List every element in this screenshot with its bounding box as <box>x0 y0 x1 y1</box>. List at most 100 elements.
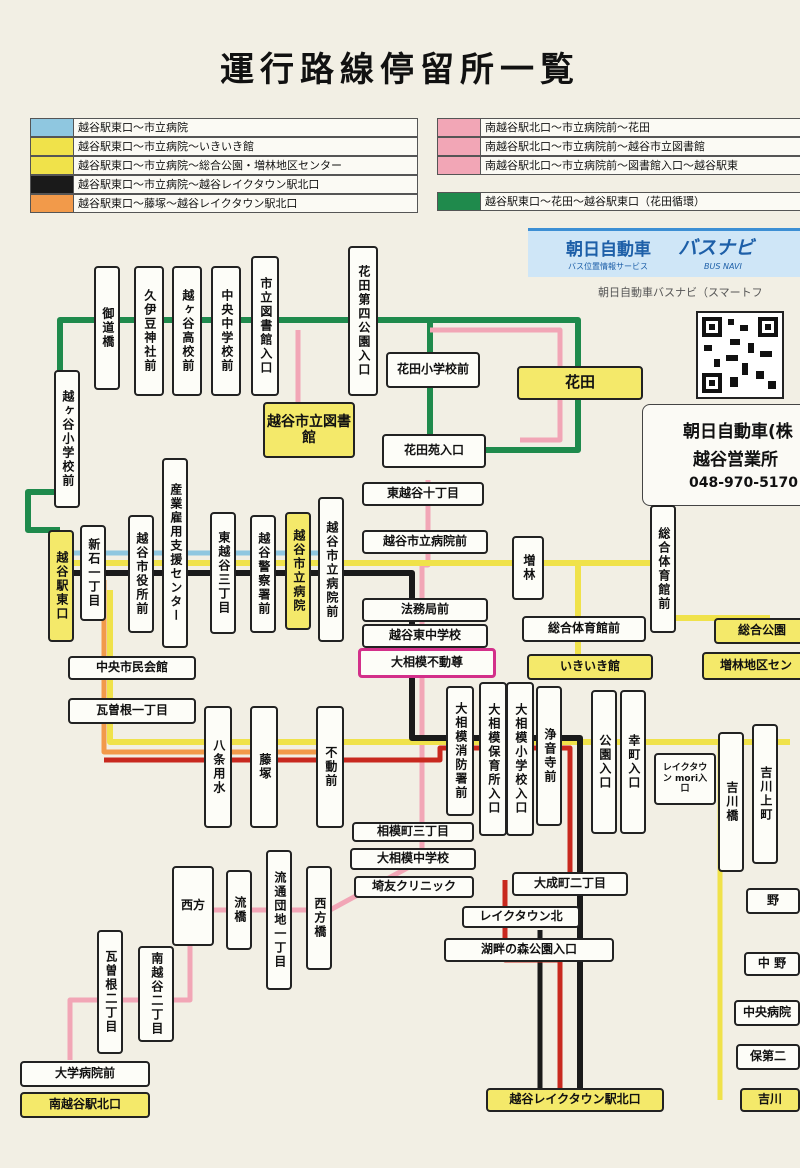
stop-saiwaicho[interactable]: 幸町入口 <box>620 690 646 834</box>
legend-label: 越谷駅東口～市立病院～越谷レイクタウン駅北口 <box>78 178 320 191</box>
legend-label: 越谷駅東口～花田～越谷駅東口（花田循環） <box>485 195 705 208</box>
banner-caption: 朝日自動車バスナビ（スマートフ <box>598 286 763 299</box>
legend-row: 越谷駅東口～花田～越谷駅東口（花田循環） <box>437 192 800 211</box>
legend-swatch <box>31 195 74 212</box>
stop-toshokan-iriguchi[interactable]: 市立図書館入口 <box>251 256 279 396</box>
stop-fujitsuka[interactable]: 藤塚 <box>250 706 278 828</box>
stop-hanada[interactable]: 花田 <box>517 366 643 400</box>
stop-yoshikawa-ue[interactable]: 吉川上町 <box>752 724 778 864</box>
banner-subtitle: バス位置情報サービス <box>568 262 648 271</box>
legend-swatch <box>31 119 74 136</box>
legend-swatch <box>31 157 74 174</box>
stop-chuo-byoin[interactable]: 中央病院 <box>734 1000 800 1026</box>
stop-shinishi[interactable]: 新石一丁目 <box>80 525 106 621</box>
stop-shiritsu-byoinmae[interactable]: 越谷市立病院前 <box>318 497 344 642</box>
stop-fudomae[interactable]: 不動前 <box>316 706 344 828</box>
office-name: 越谷営業所 <box>693 450 778 470</box>
legend-swatch <box>438 138 481 155</box>
legend-row: 南越谷駅北口～市立病院前～図書館入口～越谷駅東 <box>437 156 800 175</box>
stop-laketown-kita[interactable]: レイクタウン北 <box>462 906 580 928</box>
stop-hanada-sho[interactable]: 花田小学校前 <box>386 352 480 388</box>
stop-hoda[interactable]: 保第二 <box>736 1044 800 1070</box>
stop-hanadaen[interactable]: 花田苑入口 <box>382 434 486 468</box>
legend-label: 越谷駅東口～市立病院～いきいき館 <box>78 140 254 153</box>
stop-ikiikikan[interactable]: いきいき館 <box>527 654 653 680</box>
stop-hanada4[interactable]: 花田第四公園入口 <box>348 246 378 396</box>
bus-navi-banner[interactable]: 朝日自動車 バスナビ バス位置情報サービス BUS NAVI <box>528 228 800 277</box>
stop-higashi10[interactable]: 東越谷十丁目 <box>362 482 484 506</box>
stop-sagamicho3[interactable]: 相模町三丁目 <box>352 822 474 842</box>
stop-kawarasone1[interactable]: 瓦曽根一丁目 <box>68 698 196 724</box>
stop-shobo[interactable]: 大相模消防署前 <box>446 686 474 816</box>
stop-kuizu[interactable]: 久伊豆神社前 <box>134 266 164 396</box>
legend-swatch <box>438 157 481 174</box>
phone-number: 048-970-5170 <box>689 475 799 491</box>
stop-shiritsu-byoin[interactable]: 越谷市立病院 <box>285 512 311 630</box>
stop-koshigaya-shogakko[interactable]: 越ヶ谷小学校前 <box>54 370 80 508</box>
stop-homukyoku[interactable]: 法務局前 <box>362 598 488 622</box>
legend-swatch <box>31 176 74 193</box>
stop-chugakko[interactable]: 中央中学校前 <box>211 266 241 396</box>
stop-no[interactable]: 野 <box>746 888 800 914</box>
stop-nagare[interactable]: 流橋 <box>226 870 252 950</box>
stop-yoshikawabashi[interactable]: 吉川橋 <box>718 732 744 872</box>
stop-hanadaenmae[interactable]: 越谷市立病院前 <box>362 530 488 554</box>
route-line-pink <box>67 480 431 1060</box>
legend-row: 南越谷駅北口～市立病院前～越谷市立図書館 <box>437 137 800 156</box>
legend-swatch <box>438 193 481 210</box>
stop-sogo-koen[interactable]: 総合公園 <box>714 618 800 644</box>
legend-swatch <box>438 119 481 136</box>
banner-product-name: バスナビ <box>678 237 755 259</box>
stop-kohan[interactable]: 湖畔の森公園入口 <box>444 938 614 962</box>
stop-yoshikawa-r[interactable]: 吉川 <box>740 1088 800 1112</box>
stop-naka[interactable]: 中 野 <box>744 952 800 976</box>
qr-code[interactable] <box>696 311 784 399</box>
stop-toshokan[interactable]: 越谷市立図書館 <box>263 402 355 458</box>
stop-sogo-taiikukan[interactable]: 総合体育館前 <box>522 616 646 642</box>
legend-row: 越谷駅東口～市立病院～いきいき館 <box>30 137 418 156</box>
stop-daigaku[interactable]: 大学病院前 <box>20 1061 150 1087</box>
stop-gojin[interactable]: 御道橋 <box>94 266 120 390</box>
stop-nishikatabashi[interactable]: 西方橋 <box>306 866 332 970</box>
legend-label: 南越谷駅北口～市立病院前～図書館入口～越谷駅東 <box>485 159 738 172</box>
stop-minami2[interactable]: 南越谷二丁目 <box>138 946 174 1042</box>
legend-row: 越谷駅東口～市立病院～総合公園・増林地区センター <box>30 156 418 175</box>
stop-koshigaya-east[interactable]: 越谷駅東口 <box>48 530 74 642</box>
legend-row: 越谷駅東口～市立病院～越谷レイクタウン駅北口 <box>30 175 418 194</box>
stop-higashi-chu[interactable]: 越谷東中学校 <box>362 624 488 648</box>
stop-joonji[interactable]: 浄音寺前 <box>536 686 562 826</box>
stop-koukou[interactable]: 越ヶ谷高校前 <box>172 266 202 396</box>
stop-sagami-chu[interactable]: 大相模中学校 <box>350 848 476 870</box>
stop-minami-kita[interactable]: 南越谷駅北口 <box>20 1092 150 1118</box>
banner-company-name: 朝日自動車 <box>566 240 651 260</box>
stop-koen-iriguchi[interactable]: 公園入口 <box>591 690 617 834</box>
stop-nishikata[interactable]: 西方 <box>172 866 214 946</box>
stop-chuo-shiminkaikan[interactable]: 中央市民会館 <box>68 656 196 680</box>
stop-hachijo[interactable]: 八条用水 <box>204 706 232 828</box>
legend-label: 南越谷駅北口～市立病院前～越谷市立図書館 <box>485 140 705 153</box>
stop-sangyo[interactable]: 産業雇用支援センター <box>162 458 188 648</box>
stop-laketown-mon[interactable]: レイクタウン mori入口 <box>654 753 716 805</box>
stop-hoikusho[interactable]: 大相模保育所入口 <box>479 682 507 836</box>
stop-ryutsu[interactable]: 流通団地一丁目 <box>266 850 292 990</box>
legend-row: 越谷駅東口～藤塚～越谷レイクタウン駅北口 <box>30 194 418 213</box>
stop-clinic[interactable]: 埼友クリニック <box>354 876 474 898</box>
banner-en: BUS NAVI <box>704 262 742 271</box>
stop-shiyakusho[interactable]: 越谷市役所前 <box>128 515 154 633</box>
legend-label: 越谷駅東口～市立病院～総合公園・増林地区センター <box>78 159 342 172</box>
stop-masubayashi[interactable]: 増林 <box>512 536 544 600</box>
route-line-yellow <box>107 590 790 745</box>
stop-taisei2[interactable]: 大成町二丁目 <box>512 872 628 896</box>
legend-label: 越谷駅東口～市立病院 <box>78 121 188 134</box>
stop-kawarasone2[interactable]: 瓦曽根二丁目 <box>97 930 123 1054</box>
stop-keisatsu[interactable]: 越谷警察署前 <box>250 515 276 633</box>
legend-row: 越谷駅東口～市立病院 <box>30 118 418 137</box>
stop-laketown-eki[interactable]: 越谷レイクタウン駅北口 <box>486 1088 664 1112</box>
stop-sogo-taiikukan-v[interactable]: 総合体育館前 <box>650 505 676 633</box>
stop-higashi3[interactable]: 東越谷三丁目 <box>210 512 236 634</box>
company-name: 朝日自動車(株 <box>683 422 793 442</box>
stop-shogakko2[interactable]: 大相模小学校入口 <box>506 682 534 836</box>
company-info-box: 朝日自動車(株 越谷営業所 048-970-5170 <box>642 404 800 506</box>
stop-fudoson[interactable]: 大相模不動尊 <box>358 648 496 678</box>
stop-masubayashi-center[interactable]: 増林地区セン <box>702 652 800 680</box>
